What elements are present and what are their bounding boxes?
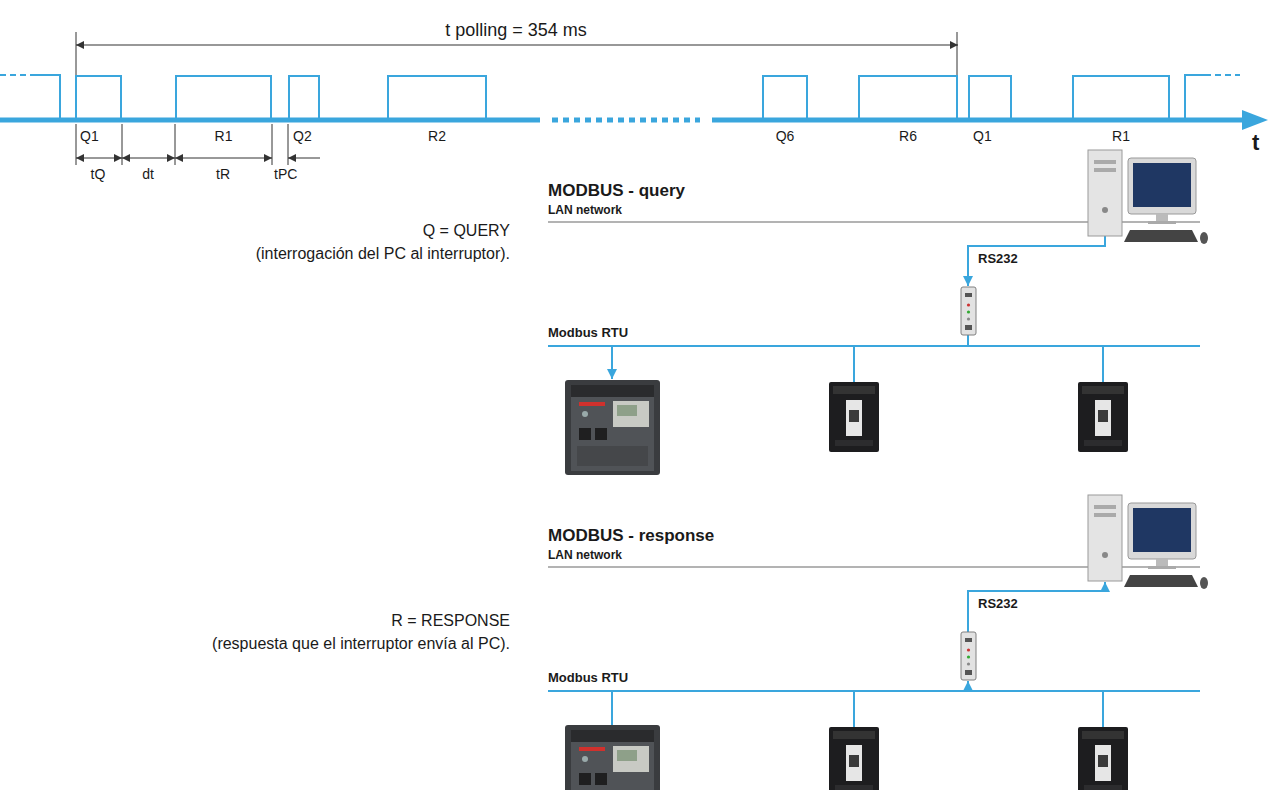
air-breaker-icon <box>565 380 660 475</box>
timing-label: tR <box>216 166 230 182</box>
bus-drop <box>1102 691 1104 727</box>
dimension-arrow <box>122 158 175 159</box>
pc-icon <box>1088 150 1208 244</box>
converter-icon <box>961 632 976 680</box>
pulse-box: R6 <box>858 75 958 120</box>
dimension-tick <box>272 124 273 165</box>
converter-icon <box>961 287 976 335</box>
pulse-label: R1 <box>1112 128 1130 144</box>
rs232-path <box>968 582 1105 632</box>
panel-title: MODBUS - response <box>548 526 714 546</box>
moulded-breaker-icon <box>1078 727 1128 790</box>
network-label: Modbus RTU <box>548 671 628 686</box>
pulse-box: R1 <box>175 75 272 120</box>
timing-label: tQ <box>91 166 106 182</box>
dimension-tick <box>288 124 289 165</box>
query-network <box>548 150 1208 475</box>
moulded-breaker-icon <box>829 382 879 452</box>
bus-drop <box>1102 346 1104 382</box>
dimension-tick <box>957 32 958 75</box>
moulded-breaker-icon <box>1078 382 1128 452</box>
dimension-tick <box>122 124 123 165</box>
pulse-fragment <box>1185 75 1205 120</box>
axis-label: t <box>1252 130 1259 155</box>
rs232-path <box>968 236 1105 286</box>
dimension-arrow <box>76 44 958 45</box>
pc-icon <box>1088 495 1208 589</box>
panel-title: MODBUS - query <box>548 181 685 201</box>
pulse-label: Q6 <box>776 128 795 144</box>
pulse-fragment <box>30 75 60 120</box>
legend-note: Q = QUERY <box>423 222 510 240</box>
pulse-label: Q1 <box>973 128 992 144</box>
link-label: RS232 <box>978 597 1018 612</box>
pulse-box: Q2 <box>288 75 320 120</box>
pulse-label: R2 <box>428 128 446 144</box>
pulse-label: Q2 <box>293 128 312 144</box>
legend-note: R = RESPONSE <box>391 612 510 630</box>
dimension-arrow <box>76 158 122 159</box>
air-breaker-icon <box>565 725 660 790</box>
dimension-tick <box>175 124 176 165</box>
pulse-fragment <box>1205 74 1240 76</box>
pulse-box: Q1 <box>75 75 122 120</box>
response-path <box>612 681 968 725</box>
response-network <box>548 495 1208 790</box>
pulse-box: Q6 <box>762 75 808 120</box>
dimension-arrow <box>288 158 320 159</box>
moulded-breaker-icon <box>829 727 879 790</box>
link-label: RS232 <box>978 252 1018 267</box>
timing-label: tPC <box>274 166 297 182</box>
pulse-label: Q1 <box>80 128 99 144</box>
bus-drop <box>853 346 855 382</box>
time-axis <box>0 118 540 123</box>
pulse-fragment <box>0 74 30 76</box>
pulse-box: R1 <box>1072 75 1170 120</box>
pulse-box: R2 <box>387 75 487 120</box>
network-label: LAN network <box>548 549 622 563</box>
pulse-label: R6 <box>899 128 917 144</box>
network-label: LAN network <box>548 204 622 218</box>
dimension-label: t polling = 354 ms <box>445 20 587 41</box>
pulse-label: R1 <box>215 128 233 144</box>
bus-drop <box>853 691 855 727</box>
legend-note: (interrogación del PC al interruptor). <box>256 245 510 263</box>
network-label: Modbus RTU <box>548 326 628 341</box>
time-axis <box>712 118 1246 123</box>
dimension-tick <box>76 124 77 165</box>
dimension-arrow <box>175 158 272 159</box>
timing-label: dt <box>142 166 154 182</box>
axis-arrow-head <box>1242 110 1268 130</box>
pulse-box: Q1 <box>968 75 1012 120</box>
legend-note: (respuesta que el interruptor envía al P… <box>212 635 510 653</box>
time-axis-gap <box>552 118 700 123</box>
dimension-tick <box>76 32 77 75</box>
query-path <box>612 335 968 379</box>
